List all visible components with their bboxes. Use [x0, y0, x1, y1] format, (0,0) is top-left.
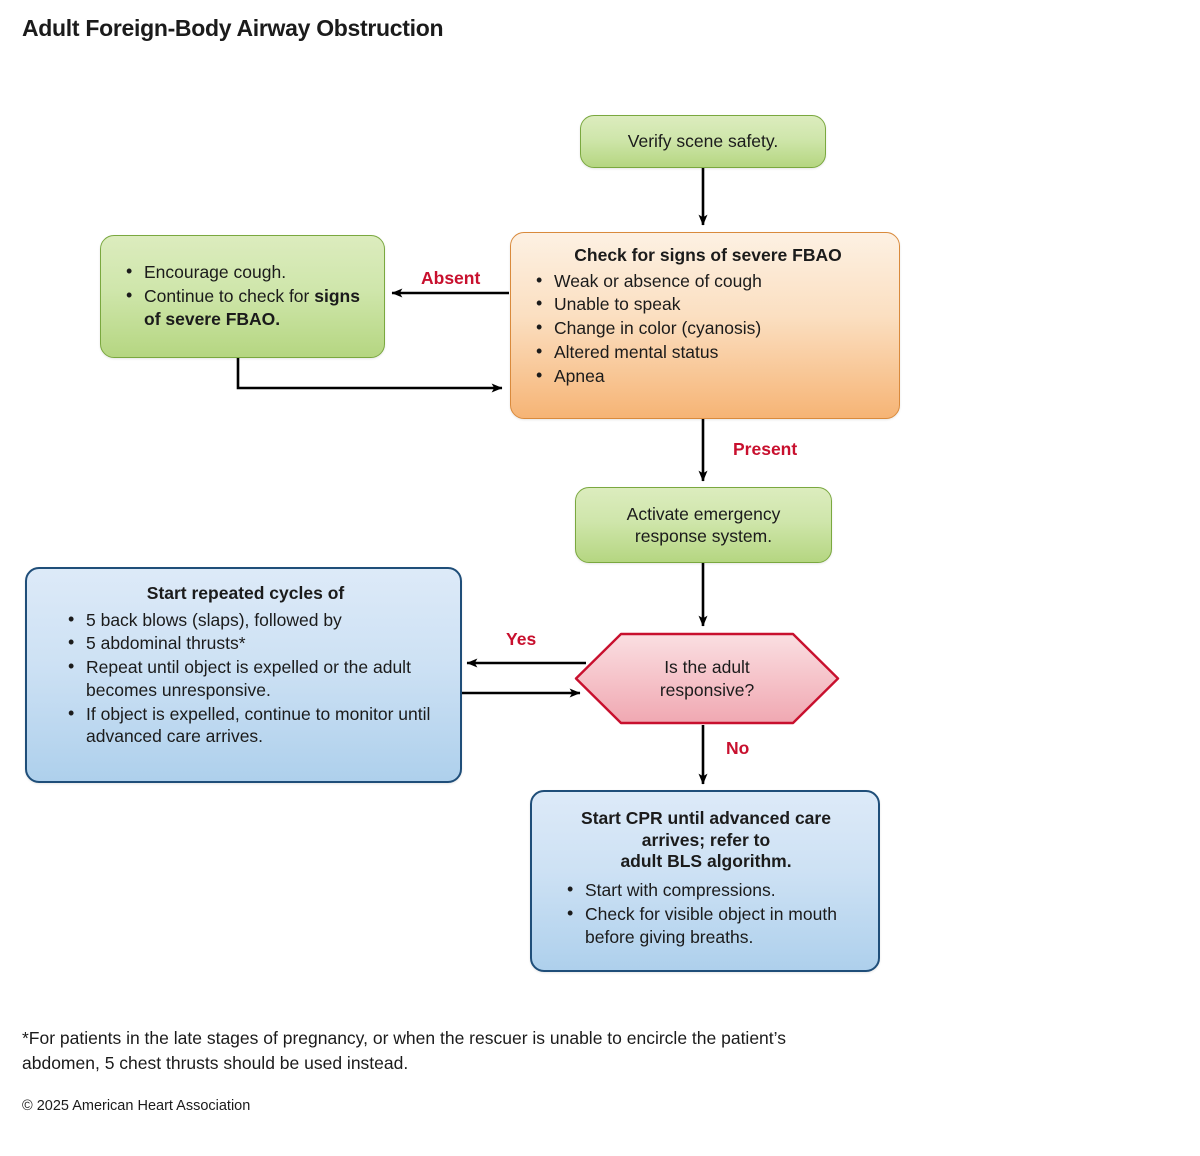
node-check-severe-fbao-heading: Check for signs of severe FBAO: [574, 245, 842, 265]
list-item: Altered mental status: [533, 340, 883, 364]
list-item: Start with compressions.: [564, 878, 860, 902]
node-activate-ems-line1: Activate emergency: [626, 503, 781, 524]
node-activate-ems[interactable]: Activate emergency response system.: [575, 487, 832, 563]
list-item: 5 abdominal thrusts*: [65, 631, 442, 655]
list-item: Continue to check for signs of severe FB…: [123, 284, 370, 331]
node-start-cpr-heading-line3: adult BLS algorithm.: [620, 851, 792, 872]
page-title: Adult Foreign-Body Airway Obstruction: [22, 15, 444, 41]
edge-label-absent: Absent: [421, 268, 481, 288]
node-start-cpr-heading-line1: Start CPR until advanced care: [581, 808, 831, 828]
decision-line2: responsive?: [659, 679, 755, 700]
list-item: If object is expelled, continue to monit…: [65, 702, 442, 749]
node-is-adult-responsive-text: Is the adult responsive?: [574, 632, 840, 725]
list-item: Repeat until object is expelled or the a…: [65, 655, 442, 702]
list-item: Change in color (cyanosis): [533, 316, 883, 340]
encourage-cough-text: Continue to check for: [144, 286, 315, 307]
edge-label-no: No: [726, 738, 750, 758]
node-verify-scene-safety-text: Verify scene safety.: [627, 131, 779, 152]
edge-recheck-return: [236, 358, 503, 393]
list-item: Apnea: [533, 364, 883, 388]
node-start-cpr-heading-line2: arrives; refer to: [641, 829, 771, 850]
node-start-cpr-list: Start with compressions. Check for visib…: [552, 878, 860, 949]
node-encourage-cough-list: Encourage cough. Continue to check for s…: [123, 260, 370, 331]
node-check-severe-fbao-list: Weak or absence of cough Unable to speak…: [533, 269, 883, 389]
edge-label-present: Present: [733, 439, 798, 459]
decision-line1: Is the adult: [664, 657, 750, 678]
node-start-cpr[interactable]: Start CPR until advanced care arrives; r…: [530, 790, 880, 972]
node-encourage-cough[interactable]: Encourage cough. Continue to check for s…: [100, 235, 385, 358]
node-activate-ems-line2: response system.: [634, 526, 773, 546]
node-start-repeated-cycles[interactable]: Start repeated cycles of 5 back blows (s…: [25, 567, 462, 783]
list-item: Encourage cough.: [123, 260, 370, 284]
node-is-adult-responsive[interactable]: Is the adult responsive?: [574, 632, 840, 725]
node-check-severe-fbao[interactable]: Check for signs of severe FBAO Weak or a…: [510, 232, 900, 419]
edge-label-yes: Yes: [506, 629, 537, 649]
list-item: Unable to speak: [533, 292, 883, 316]
node-start-repeated-cycles-list: 5 back blows (slaps), followed by 5 abdo…: [49, 608, 442, 750]
list-item: Check for visible object in mouth before…: [564, 902, 860, 949]
copyright: © 2025 American Heart Association: [22, 1098, 251, 1114]
list-item: Weak or absence of cough: [533, 269, 883, 293]
encourage-cough-bold: signs of severe FBAO.: [144, 286, 360, 329]
hexagon-shape: [574, 632, 840, 725]
node-start-repeated-cycles-heading: Start repeated cycles of: [146, 583, 345, 603]
list-item: 5 back blows (slaps), followed by: [65, 608, 442, 632]
node-verify-scene-safety[interactable]: Verify scene safety.: [580, 115, 826, 168]
footnote: *For patients in the late stages of preg…: [22, 1028, 786, 1073]
